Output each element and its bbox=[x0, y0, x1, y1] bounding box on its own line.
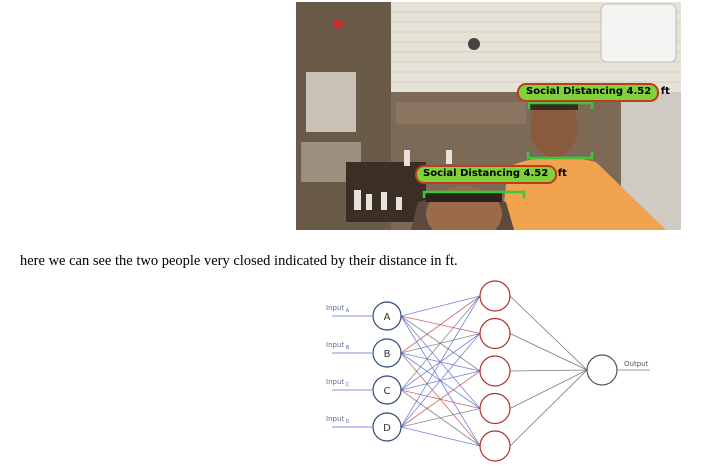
edge-input-hidden bbox=[400, 295, 481, 354]
edge-input-hidden bbox=[400, 370, 481, 428]
detection-bracket-right bbox=[527, 101, 594, 109]
edge-hidden-output bbox=[509, 369, 588, 372]
input-node bbox=[372, 338, 402, 368]
caption-text: here we can see the two people very clos… bbox=[20, 253, 458, 269]
output-node bbox=[586, 354, 618, 386]
edge-input-hidden bbox=[400, 426, 481, 447]
neural-network-diagram: Input A A Input B B Input C C Input D D Output bbox=[320, 280, 660, 463]
network-svg: Input A A Input B B Input C C Input D D Output bbox=[326, 280, 650, 462]
input-node-label: A bbox=[384, 312, 391, 323]
edge-hidden-output bbox=[509, 333, 588, 371]
detection-label-right: Social Distancing 4.52 ft bbox=[526, 86, 670, 97]
input-label: Input D bbox=[326, 415, 350, 425]
edge-hidden-output bbox=[509, 369, 588, 409]
edge-hidden-output bbox=[509, 295, 588, 371]
hidden-node bbox=[479, 392, 511, 425]
input-node-label: B bbox=[384, 349, 391, 360]
edge-input-hidden bbox=[400, 295, 481, 317]
input-node bbox=[372, 375, 402, 405]
edge-input-hidden bbox=[400, 295, 481, 428]
detection-bracket-right-bottom bbox=[526, 152, 594, 160]
input-node-label: D bbox=[383, 423, 391, 434]
photo-scene bbox=[296, 2, 681, 230]
detection-label-box-front bbox=[415, 165, 557, 184]
input-label: Input A bbox=[326, 304, 350, 314]
hidden-node bbox=[479, 355, 511, 387]
hidden-node bbox=[479, 317, 511, 350]
detection-label-front: Social Distancing 4.52 ft bbox=[423, 168, 567, 179]
hidden-node bbox=[479, 280, 511, 312]
webcam-photo: Social Distancing 4.52 ft Social Distanc… bbox=[296, 2, 681, 230]
air-conditioner bbox=[600, 3, 677, 63]
hidden-node bbox=[479, 430, 511, 462]
output-label: Output bbox=[624, 360, 649, 368]
edge-input-hidden bbox=[400, 408, 481, 428]
edge-hidden-output bbox=[509, 369, 588, 447]
detection-bracket-front bbox=[422, 190, 526, 198]
input-node bbox=[372, 301, 402, 331]
edge-input-hidden bbox=[400, 295, 481, 391]
input-node-label: C bbox=[384, 386, 391, 397]
input-node bbox=[372, 412, 402, 442]
edge-input-hidden bbox=[400, 333, 481, 428]
detection-label-box-right bbox=[517, 83, 659, 102]
input-label: Input C bbox=[326, 378, 350, 388]
ceiling-fan bbox=[468, 38, 480, 50]
input-label: Input B bbox=[326, 341, 350, 351]
